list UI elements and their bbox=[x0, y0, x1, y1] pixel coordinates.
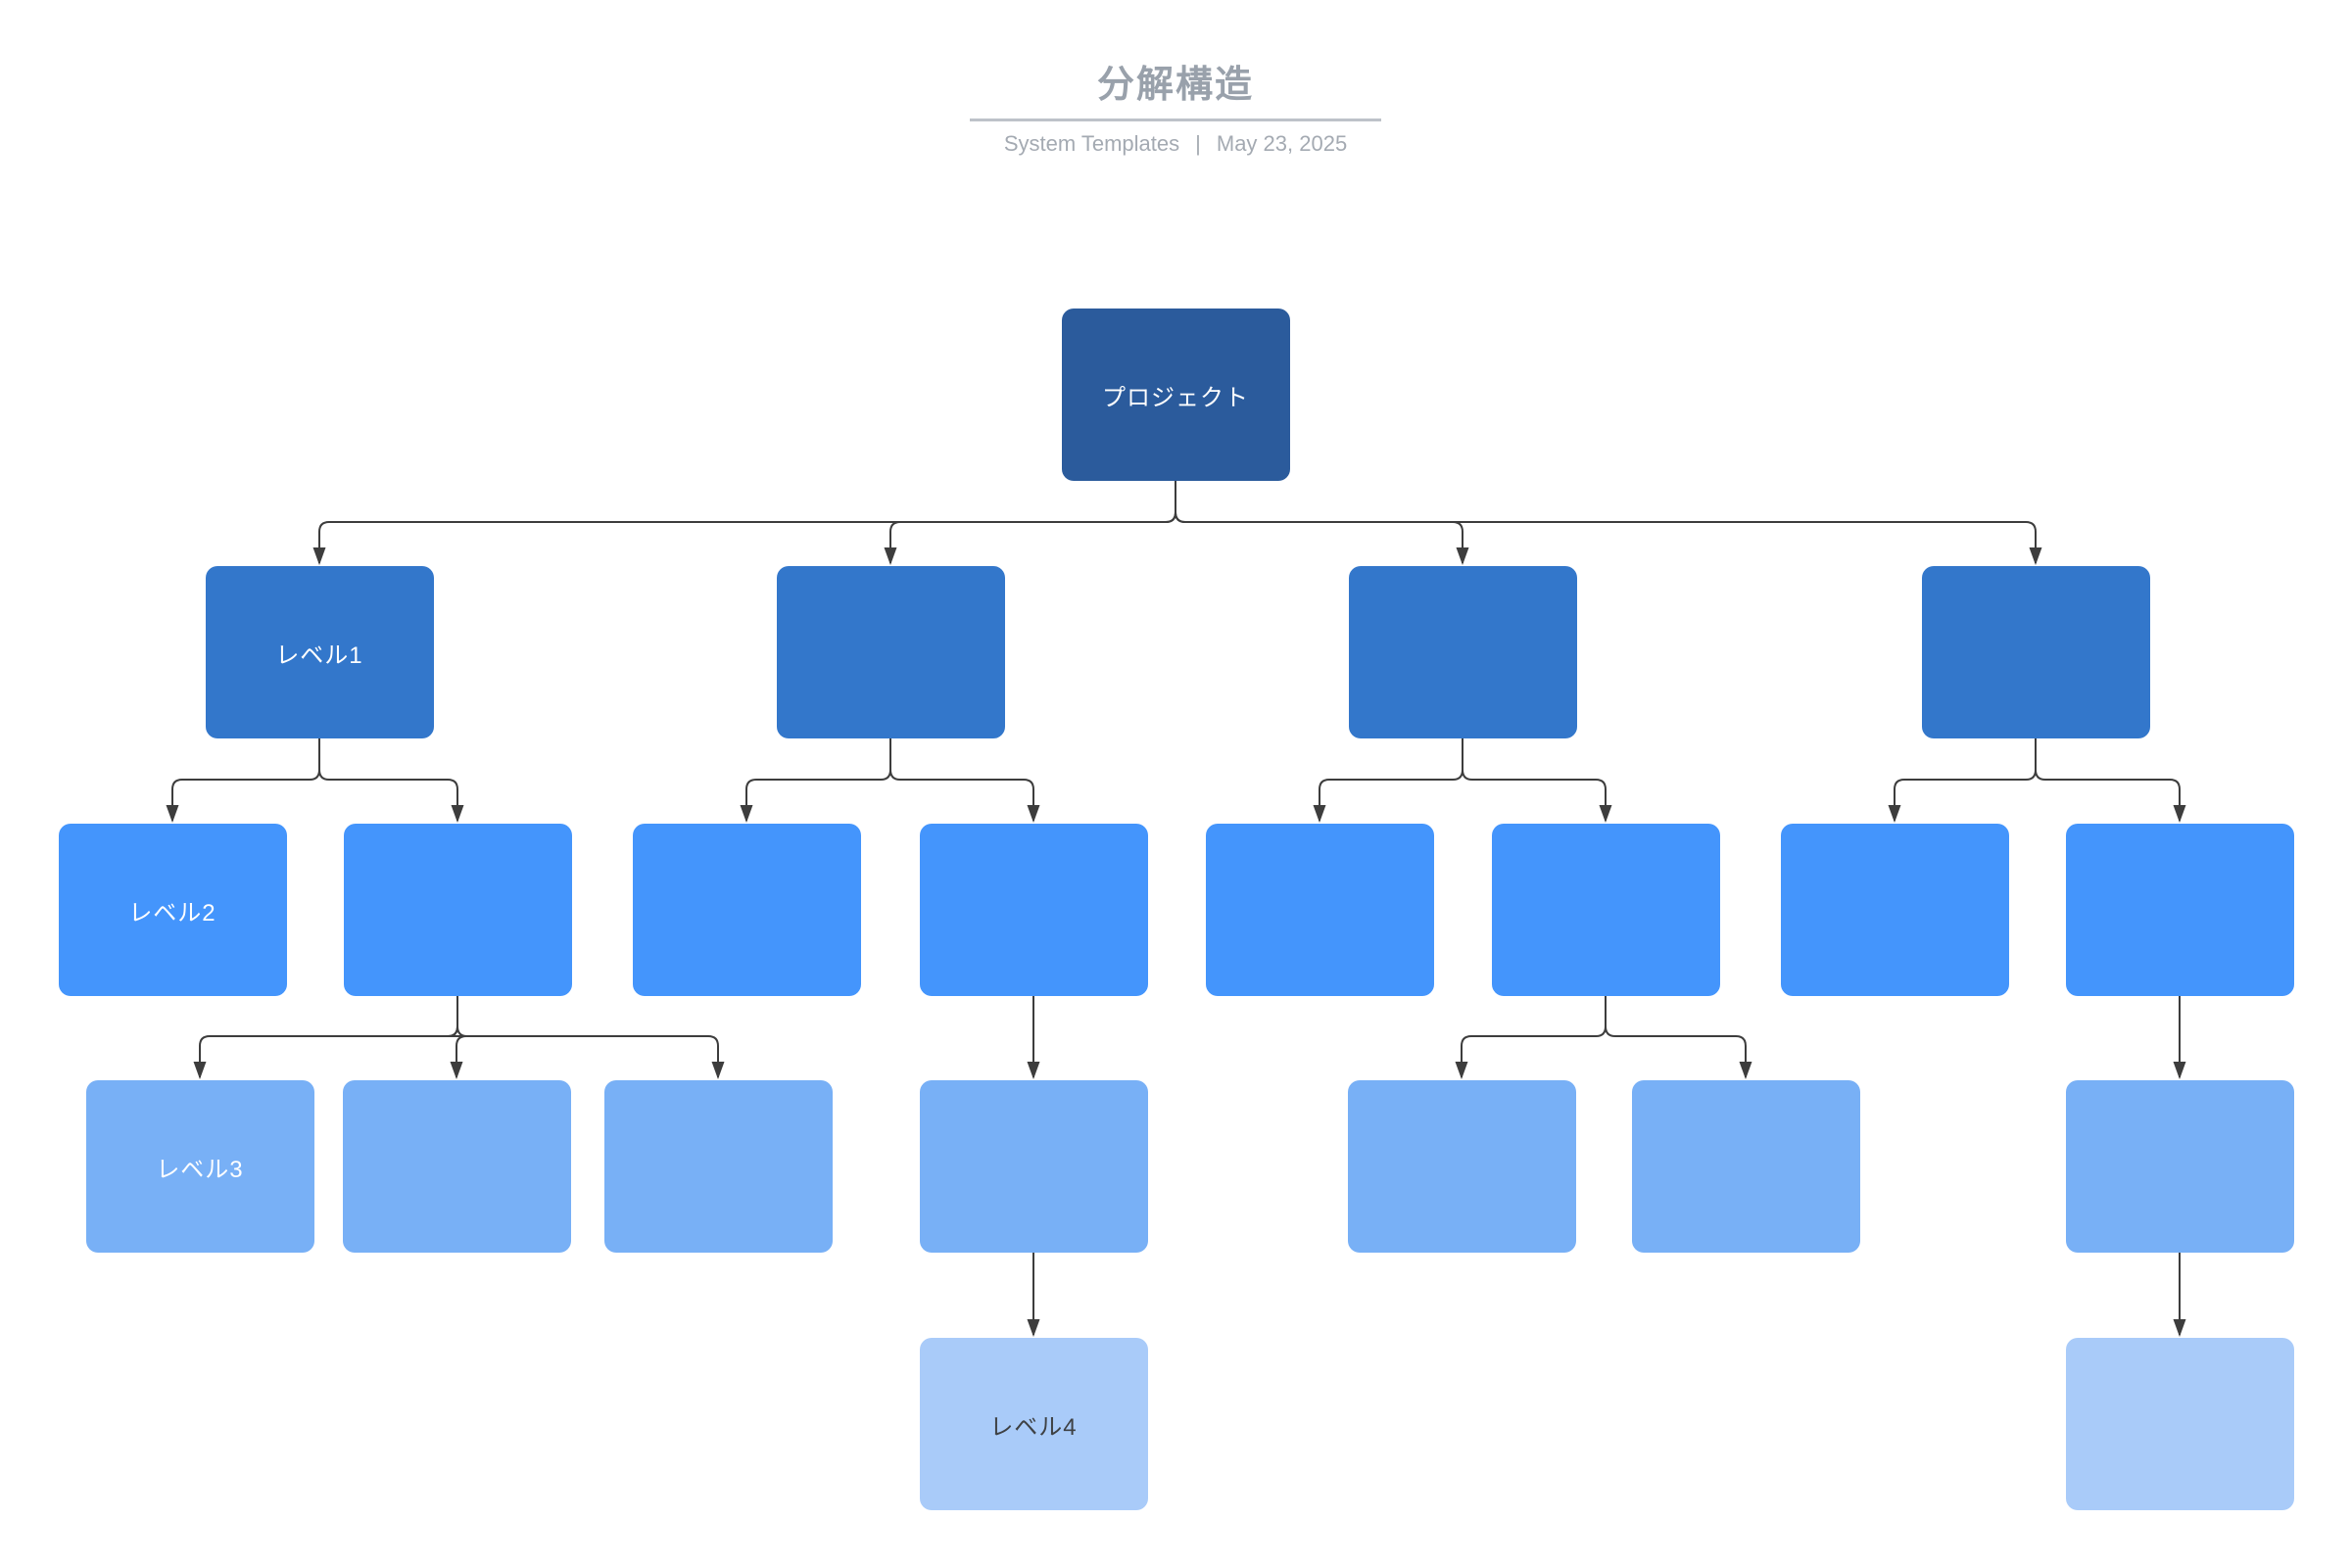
arrowhead bbox=[2173, 805, 2186, 823]
wbs-node-l3-1[interactable]: レベル3 bbox=[85, 1080, 314, 1253]
subtitle-date: May 23, 2025 bbox=[1216, 130, 1348, 156]
node-label: レベル4 bbox=[989, 1413, 1078, 1441]
wbs-node-l2-6[interactable] bbox=[1491, 824, 1720, 996]
connector-line bbox=[1605, 996, 1747, 1077]
connector-line bbox=[318, 738, 458, 821]
connector-line bbox=[1461, 996, 1607, 1077]
diagram-subtitle: System Templates | May 23, 2025 bbox=[1004, 131, 1347, 157]
wbs-node-l2-7[interactable] bbox=[1780, 824, 2009, 996]
arrowhead bbox=[1027, 805, 1040, 823]
wbs-node-l3-5[interactable] bbox=[1347, 1080, 1576, 1253]
arrowhead bbox=[1027, 1062, 1040, 1079]
wbs-node-root[interactable]: プロジェクト bbox=[1061, 309, 1290, 481]
connector-line bbox=[447, 996, 467, 1077]
arrowhead bbox=[711, 1062, 725, 1079]
arrowhead bbox=[1455, 1062, 1468, 1079]
connector-line bbox=[889, 738, 1034, 821]
connector-line bbox=[1462, 738, 1607, 821]
wbs-node-l2-4[interactable] bbox=[919, 824, 1148, 996]
wbs-node-l4-1[interactable]: レベル4 bbox=[919, 1338, 1148, 1510]
connector-line bbox=[171, 738, 320, 821]
diagram-header: 分解構造 System Templates | May 23, 2025 bbox=[0, 65, 2351, 157]
wbs-node-l1-1[interactable]: レベル1 bbox=[205, 566, 434, 738]
arrowhead bbox=[740, 805, 753, 823]
arrowhead bbox=[2173, 1319, 2186, 1337]
wbs-node-l2-2[interactable] bbox=[343, 824, 572, 996]
arrowhead bbox=[2029, 547, 2042, 565]
wbs-node-l3-3[interactable] bbox=[603, 1080, 833, 1253]
wbs-node-l1-2[interactable] bbox=[776, 566, 1005, 738]
wbs-node-l3-2[interactable] bbox=[342, 1080, 571, 1253]
subtitle-source: System Templates bbox=[1003, 130, 1180, 156]
arrowhead bbox=[312, 547, 326, 565]
title-divider bbox=[970, 118, 1381, 121]
connector-line bbox=[1319, 738, 1463, 821]
arrowhead bbox=[1456, 547, 1469, 565]
connector-line bbox=[1175, 481, 2037, 563]
connector-line bbox=[2035, 738, 2181, 821]
wbs-node-l3-7[interactable] bbox=[2065, 1080, 2294, 1253]
connector-line bbox=[745, 738, 891, 821]
arrowhead bbox=[2173, 1062, 2186, 1079]
arrowhead bbox=[451, 805, 464, 823]
node-label: レベル3 bbox=[156, 1156, 244, 1183]
arrowhead bbox=[166, 805, 179, 823]
subtitle-separator: | bbox=[1195, 130, 1201, 156]
node-label: プロジェクト bbox=[1102, 384, 1249, 411]
wbs-node-l4-2[interactable] bbox=[2065, 1338, 2294, 1510]
arrowhead bbox=[450, 1062, 463, 1079]
wbs-node-l2-8[interactable] bbox=[2065, 824, 2294, 996]
wbs-node-l2-3[interactable] bbox=[632, 824, 861, 996]
node-label: レベル2 bbox=[128, 899, 216, 927]
arrowhead bbox=[1313, 805, 1326, 823]
connector-line bbox=[889, 481, 1176, 563]
diagram-title: 分解構造 bbox=[1096, 65, 1254, 106]
node-label: レベル1 bbox=[275, 641, 363, 669]
wbs-node-l1-4[interactable] bbox=[1921, 566, 2150, 738]
arrowhead bbox=[1027, 1319, 1040, 1337]
wbs-node-l2-5[interactable] bbox=[1205, 824, 1434, 996]
wbs-node-l3-6[interactable] bbox=[1631, 1080, 1860, 1253]
wbs-node-l2-1[interactable]: レベル2 bbox=[58, 824, 287, 996]
wbs-node-l1-3[interactable] bbox=[1348, 566, 1577, 738]
connector-line bbox=[199, 996, 458, 1077]
connector-line bbox=[1894, 738, 2037, 821]
arrowhead bbox=[1888, 805, 1901, 823]
arrowhead bbox=[193, 1062, 207, 1079]
arrowhead bbox=[884, 547, 897, 565]
connector-line bbox=[456, 996, 719, 1077]
arrowhead bbox=[1599, 805, 1612, 823]
wbs-node-l3-4[interactable] bbox=[919, 1080, 1148, 1253]
arrowhead bbox=[1739, 1062, 1752, 1079]
